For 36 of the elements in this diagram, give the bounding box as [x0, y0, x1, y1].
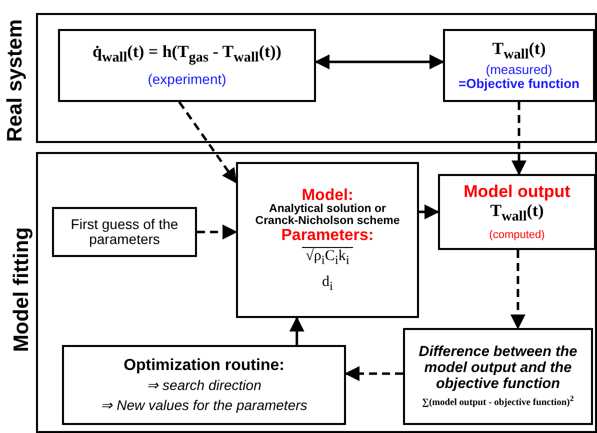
sum-formula: ∑(model output - objective function)$^{2}$	[422, 394, 574, 408]
model-box	[236, 162, 419, 318]
text-label: (computed)	[489, 228, 545, 241]
dashed-arrow	[512, 102, 526, 176]
formula-box	[58, 29, 316, 102]
dashed-arrow	[178, 101, 238, 184]
arrow	[419, 204, 440, 220]
dashed-arrow	[510, 250, 526, 330]
band-title: Real system	[4, 18, 27, 142]
dashed-arrow	[344, 366, 403, 382]
text-label: (experiment)	[148, 72, 226, 88]
process-box	[52, 207, 197, 257]
text-label: ⇒ search direction	[146, 378, 262, 394]
optimization-box	[62, 345, 346, 425]
output-heading: Model output	[464, 183, 570, 202]
temperature-formula: T$_{wall}$(t)	[492, 40, 546, 63]
text-label: (measured)	[486, 62, 552, 77]
text-label: First guess of the parameters	[70, 216, 180, 248]
arrow	[289, 316, 304, 345]
text-label: Optimization routine:	[124, 356, 284, 374]
text-label: Difference between the model output and the objective function	[418, 344, 578, 393]
temperature-formula: T$_{wall}$(t)	[490, 202, 544, 225]
model-heading: Model:	[302, 186, 354, 204]
text-label: =Objective function	[458, 76, 580, 92]
measurement-box	[443, 29, 595, 102]
parameters-heading: Parameters:	[281, 227, 374, 245]
heat-flux-formula: q̇$_{wall}$(t) = h(T$_{gas}$ - T$_{wall}$(t))	[92, 43, 282, 66]
arrow	[314, 54, 444, 70]
band-title: Model fitting	[10, 226, 33, 352]
text-label: Analytical solution or Cranck-Nicholson scheme	[254, 204, 401, 228]
text-label: ⇒ New values for the parameters	[100, 398, 308, 414]
difference-box	[403, 328, 593, 425]
output-box	[438, 174, 596, 250]
parameter-formula: √ρ$_{i}$C$_{i}$k$_{i}$	[302, 246, 354, 268]
parameter-formula: d$_{i}$	[322, 274, 333, 294]
dashed-arrow	[197, 224, 238, 240]
